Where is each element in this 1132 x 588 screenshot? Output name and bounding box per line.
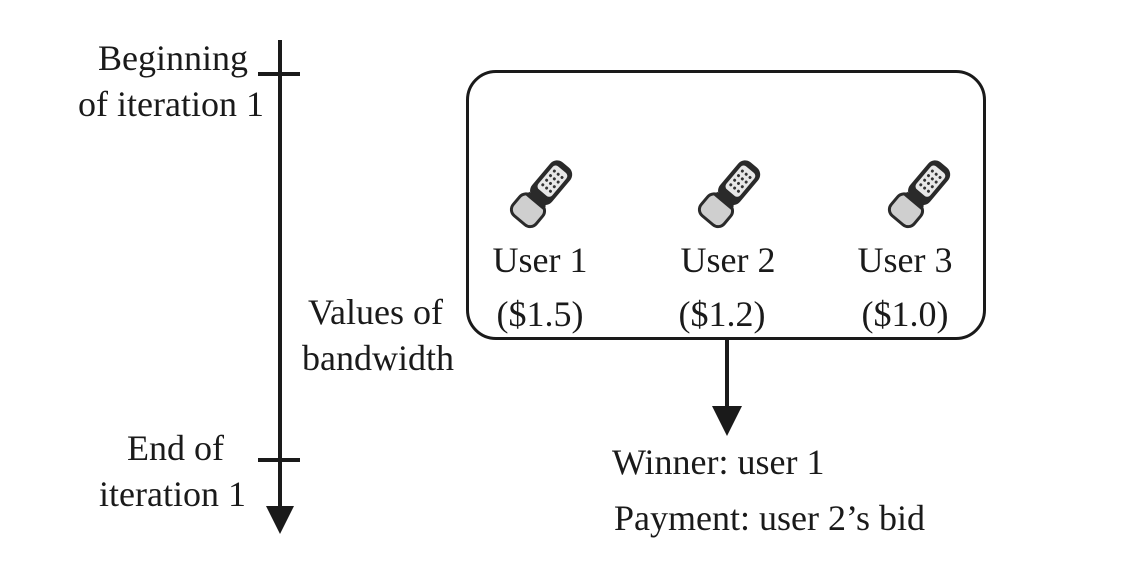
payment-text: Payment: user 2’s bid <box>614 498 925 538</box>
user-2-name: User 2 <box>680 240 776 280</box>
user-2-value: ($1.2) <box>678 294 766 334</box>
timeline-arrowhead <box>266 506 294 534</box>
user-1-phone-icon <box>509 160 573 229</box>
user-1-name: User 1 <box>492 240 588 280</box>
values-label-line2: bandwidth <box>302 338 454 378</box>
timeline-start-label-line2: of iteration 1 <box>78 84 264 124</box>
user-1-value: ($1.5) <box>496 294 584 334</box>
user-3-value: ($1.0) <box>861 294 949 334</box>
timeline-end-label-line2: iteration 1 <box>99 474 246 514</box>
user-2-phone-icon <box>697 160 761 229</box>
user-3-phone-icon <box>887 160 951 229</box>
result-arrowhead <box>712 406 742 436</box>
user-3-name: User 3 <box>857 240 953 280</box>
timeline-start-label-line1: Beginning <box>98 38 248 78</box>
winner-text: Winner: user 1 <box>612 442 825 482</box>
values-label-line1: Values of <box>308 292 443 332</box>
timeline-end-label-line1: End of <box>127 428 224 468</box>
